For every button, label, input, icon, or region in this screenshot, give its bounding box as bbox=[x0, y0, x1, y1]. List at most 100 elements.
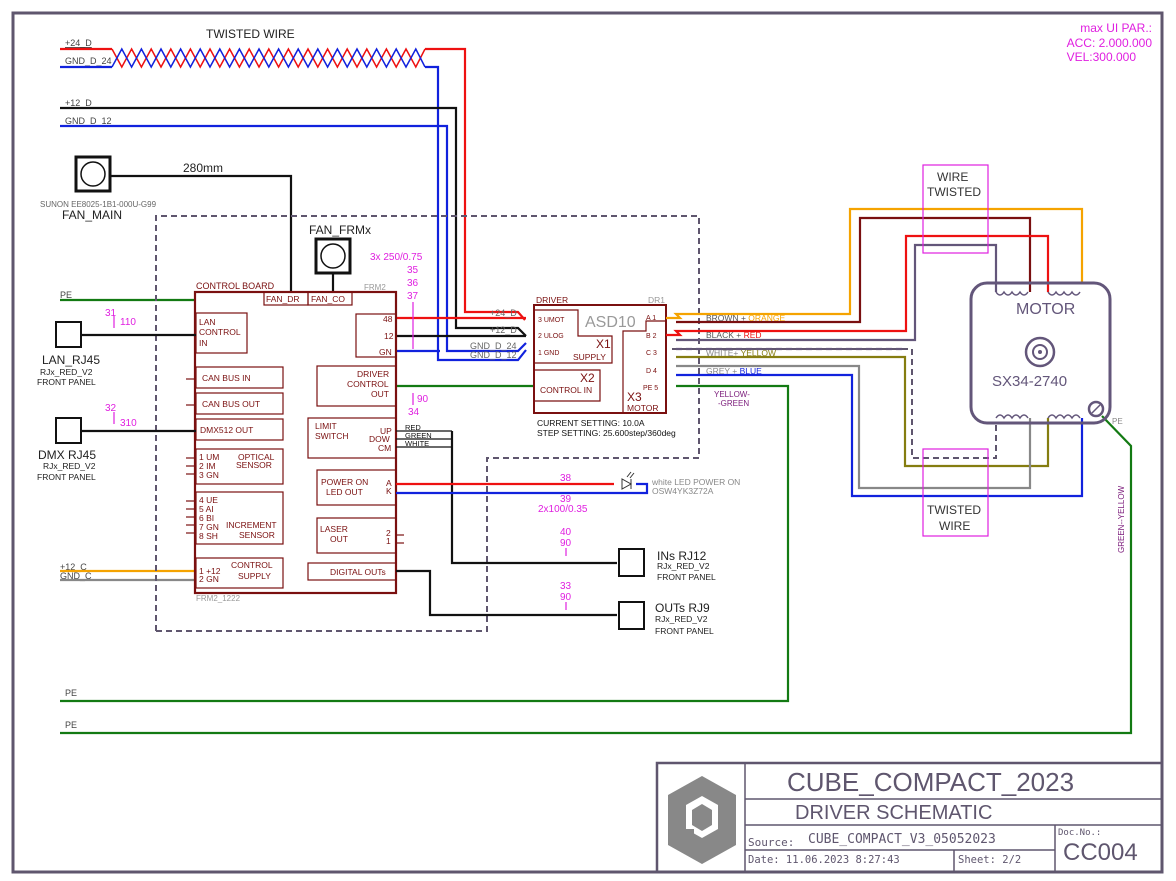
increment-pin: 6 BI bbox=[199, 513, 214, 523]
dmx-rj45-type: RJx_RED_V2 bbox=[43, 461, 96, 471]
wire-pe-lan bbox=[60, 298, 214, 312]
driver-x2: X2 bbox=[580, 371, 595, 385]
lan-rj45-name: LAN_RJ45 bbox=[42, 353, 100, 367]
fan-icon bbox=[320, 243, 346, 269]
source-label: Source: bbox=[748, 836, 794, 849]
increment-label: SENSOR bbox=[239, 530, 275, 540]
power-led-label: POWER ON bbox=[321, 477, 368, 487]
dmx-rj45-location: FRONT PANEL bbox=[37, 472, 96, 482]
driver-x3-label: MOTOR bbox=[627, 403, 658, 413]
cable-mark: 39 bbox=[560, 494, 572, 505]
wire-label-c: WHITE+ YELLOW bbox=[706, 348, 776, 358]
company-logo bbox=[668, 776, 736, 864]
cable-mark: 110 bbox=[120, 317, 136, 328]
ins-rj12-name: INs RJ12 bbox=[657, 549, 707, 563]
outs-rj9-symbol bbox=[618, 601, 645, 630]
net-label-gndc: GND_C bbox=[60, 571, 92, 581]
max-params-vel: VEL:300.000 bbox=[1067, 50, 1137, 64]
motor-label: MOTOR bbox=[1016, 301, 1075, 318]
driver-ref: DR1 bbox=[648, 295, 665, 305]
cable-mark: 40 bbox=[560, 527, 572, 538]
outs-rj9-name: OUTs RJ9 bbox=[655, 601, 710, 615]
optical-label: SENSOR bbox=[236, 460, 272, 470]
max-params-acc: ACC: 2.000.000 bbox=[1067, 36, 1153, 50]
fan-main-part: SUNON EE8025-1B1-000U-G99 bbox=[40, 200, 157, 209]
control-board-ref: FRM2 bbox=[364, 283, 386, 292]
fan-frm-name: FAN_FRMx bbox=[309, 223, 371, 237]
increment-pin: 5 AI bbox=[199, 504, 214, 514]
twisted-marker-label: WIRE bbox=[937, 170, 968, 184]
led-part: OSW4YK3Z72A bbox=[652, 486, 714, 496]
lan-rj45-type: RJx_RED_V2 bbox=[40, 367, 93, 377]
doc-no-value: CC004 bbox=[1063, 839, 1138, 866]
cable-mark: 33 bbox=[560, 581, 572, 592]
control-board-footer: FRM2_1222 bbox=[196, 594, 241, 603]
lan-label: IN bbox=[199, 338, 208, 348]
lan-control-block bbox=[195, 312, 248, 354]
supply-label: SUPPLY bbox=[238, 571, 271, 581]
supply-pin: 2 GN bbox=[199, 574, 219, 584]
wire-label-d: GREY + BLUE bbox=[706, 366, 762, 376]
twisted-marker-bottom bbox=[922, 448, 989, 537]
limit-label: LIMIT bbox=[315, 421, 337, 431]
cable-mark: 36 bbox=[407, 278, 419, 289]
led-desc: white LED POWER ON bbox=[651, 477, 740, 487]
power-pin: GN bbox=[379, 347, 392, 357]
cable-mark: 2x100/0.35 bbox=[538, 504, 588, 515]
wire-12d bbox=[60, 106, 527, 337]
doc-no-label: Doc.No.: bbox=[1058, 828, 1101, 838]
driver-control-label: OUT bbox=[371, 389, 389, 399]
wire-pe-motor bbox=[60, 415, 1133, 735]
increment-label: INCREMENT bbox=[226, 520, 277, 530]
limit-pin: UP bbox=[380, 426, 392, 436]
twisted-marker-label: TWISTED bbox=[927, 185, 981, 199]
cable-mark: 37 bbox=[407, 291, 419, 302]
wire-label-pe: YELLOW- bbox=[714, 390, 750, 399]
driver-supply-pin: 3 UMOT bbox=[538, 317, 565, 324]
cable-mark: 32 bbox=[105, 403, 117, 414]
supply-pin: 1 +12 bbox=[199, 566, 221, 576]
motor-ground-wire-label: GREEN--YELLOW bbox=[1117, 485, 1126, 553]
net-label-pe-3: PE bbox=[65, 720, 77, 730]
wire-orange bbox=[666, 207, 1084, 320]
motor-model: SX34-2740 bbox=[992, 373, 1067, 390]
step-setting: STEP SETTING: 25.600step/360deg bbox=[537, 428, 676, 438]
wire-ins bbox=[450, 431, 617, 565]
twisted-marker-label: TWISTED bbox=[927, 503, 981, 517]
cable-mark: 38 bbox=[560, 473, 572, 484]
fan-main-name: FAN_MAIN bbox=[62, 208, 122, 222]
wire-gnd12 bbox=[60, 124, 527, 353]
twisted-wire-red bbox=[111, 47, 426, 69]
limit-pin: DOW bbox=[369, 434, 390, 444]
laser-pin: 1 bbox=[386, 536, 391, 546]
current-setting: CURRENT SETTING: 10.0A bbox=[537, 418, 645, 428]
wire-led-k bbox=[396, 482, 649, 495]
net-label-pe-1: PE bbox=[60, 290, 72, 300]
power-led-label: LED OUT bbox=[326, 487, 363, 497]
project-title: CUBE_COMPACT_2023 bbox=[787, 767, 1074, 797]
frm-enclosure bbox=[155, 215, 700, 632]
driver-net-label: GND_D_12 bbox=[470, 350, 517, 360]
driver-supply-pin: 2 ULOG bbox=[538, 333, 564, 340]
motor-shaft-icon bbox=[1024, 336, 1056, 368]
dmx-rj45-name: DMX RJ45 bbox=[38, 448, 96, 462]
control-board-title: CONTROL BOARD bbox=[196, 281, 275, 291]
driver-title: DRIVER bbox=[536, 295, 568, 305]
driver-control-label: CONTROL bbox=[347, 379, 389, 389]
wire-blue bbox=[676, 373, 1084, 498]
laser-pin: 2 bbox=[386, 528, 391, 538]
net-label-gnd24: GND_D_24 bbox=[65, 56, 112, 66]
wire-grey bbox=[676, 364, 1032, 490]
net-label-24d: +24_D bbox=[65, 38, 92, 48]
increment-pin: 7 GN bbox=[199, 522, 219, 532]
driver-motor-pin: D 4 bbox=[646, 368, 657, 375]
digital-outs-label: DIGITAL OUTs bbox=[330, 567, 386, 577]
driver-motor-pin: PE 5 bbox=[643, 385, 658, 392]
wire-brown bbox=[676, 216, 1032, 324]
cable-mark: 34 bbox=[408, 407, 420, 418]
fan-main-length: 280mm bbox=[183, 161, 223, 175]
driver-x3: X3 bbox=[627, 390, 642, 404]
wire-24d bbox=[425, 47, 526, 321]
increment-pin: 4 UE bbox=[199, 495, 218, 505]
laser-label: LASER bbox=[320, 524, 348, 534]
